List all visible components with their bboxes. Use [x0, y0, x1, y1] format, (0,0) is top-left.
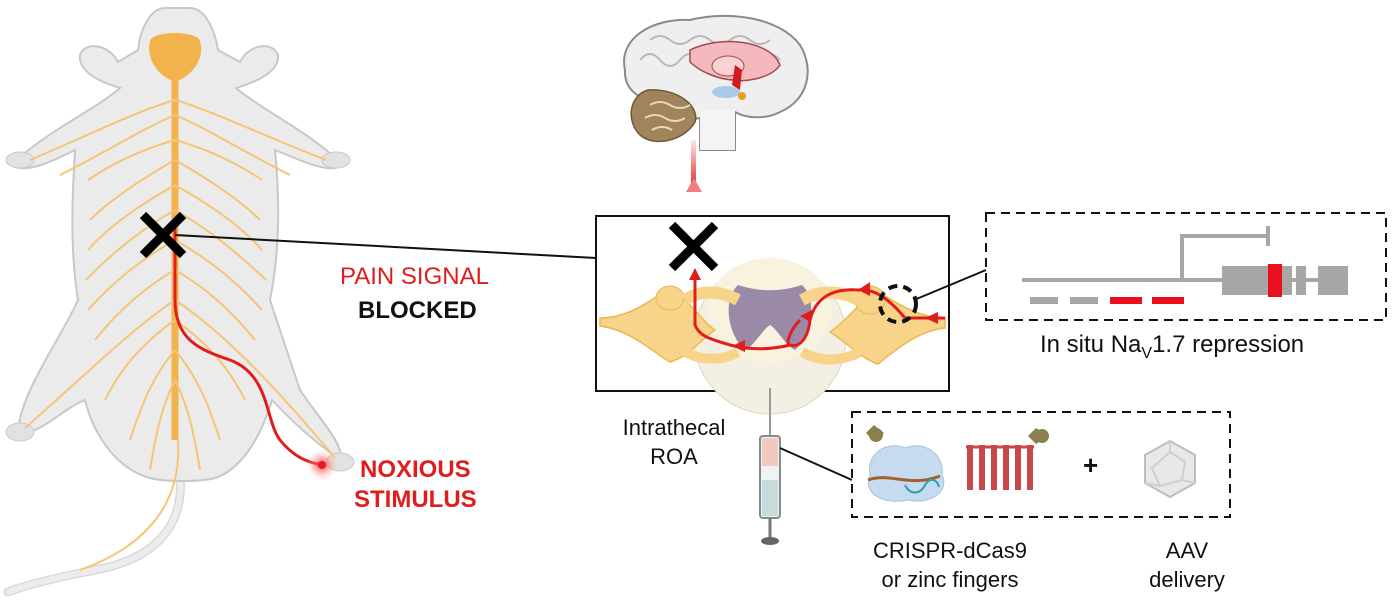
repression-suffix: 1.7 repression [1152, 331, 1305, 358]
nav17-repression-label: In situ NaV1.7 repression [1040, 330, 1304, 369]
dcas9-protein-icon [866, 425, 945, 502]
pain-pathway [173, 218, 323, 467]
mouse-brain [149, 33, 202, 82]
crispr-label: CRISPR-dCas9 or zinc fingers [855, 536, 1045, 594]
syringe-icon [759, 388, 781, 545]
promoter-arrow-icon [1180, 226, 1270, 280]
target-exon [1268, 264, 1282, 297]
mouse-tail [3, 470, 185, 597]
intrathecal-roa-label: Intrathecal ROA [610, 413, 738, 471]
brain-icon [623, 14, 809, 151]
noxious-line-1: NOXIOUS [359, 456, 471, 483]
aav-capsid-icon [1144, 439, 1196, 499]
aav-line-1: AAV [1165, 538, 1209, 563]
crispr-line-2: or zinc fingers [881, 567, 1019, 592]
mouse-illustration [3, 7, 355, 597]
crispr-line-1: CRISPR-dCas9 [872, 538, 1028, 563]
peripheral-nerves [24, 99, 336, 571]
connector-line [779, 447, 853, 481]
blocked-label: BLOCKED [358, 297, 477, 324]
spinal-cord-panel [595, 215, 950, 415]
drg-highlight-circle [878, 284, 918, 324]
repression-prefix: In situ Na [1040, 331, 1142, 358]
ascending-signal-arrow [686, 140, 702, 192]
gene-repression-panel [985, 212, 1387, 321]
aav-label: AAV delivery [1132, 536, 1242, 594]
x-mark-icon [139, 211, 187, 259]
delivery-panel [851, 411, 1231, 518]
plus-sign: + [1083, 450, 1099, 480]
pain-signal-label: PAIN SIGNAL [340, 263, 489, 290]
roa-line: ROA [650, 444, 698, 469]
aav-line-2: delivery [1149, 567, 1225, 592]
x-mark-icon [668, 221, 719, 272]
noxious-line-2: STIMULUS [354, 486, 477, 513]
repression-subscript: V [1141, 344, 1153, 362]
intrathecal-line: Intrathecal [622, 415, 726, 440]
noxious-stimulus-label: NOXIOUS STIMULUS [354, 455, 477, 515]
connector-line [913, 269, 987, 301]
zinc-finger-icon [966, 428, 1049, 490]
connector-line [174, 234, 597, 259]
